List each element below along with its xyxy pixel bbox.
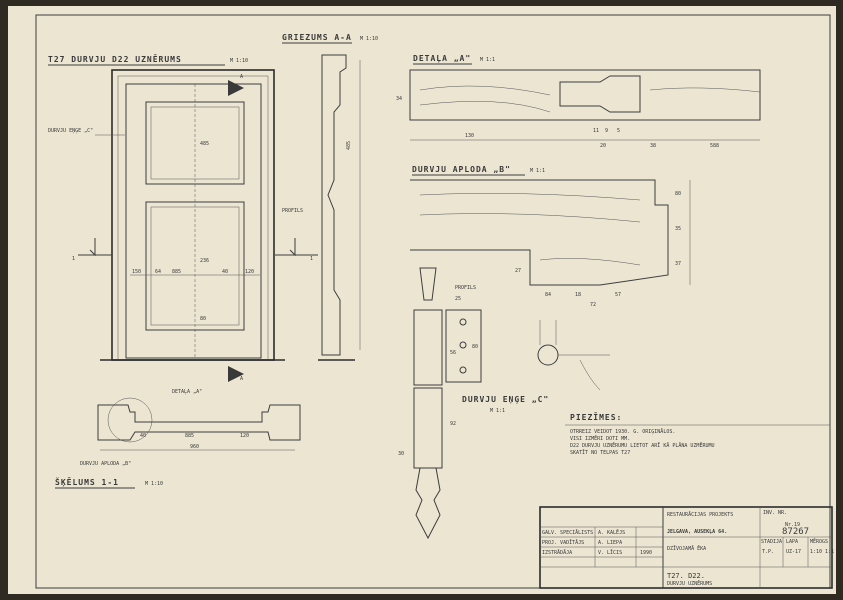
svg-text:STADIJA: STADIJA: [761, 539, 782, 545]
svg-text:130: 130: [465, 133, 474, 139]
svg-text:5: 5: [617, 128, 620, 134]
svg-text:UZ-17: UZ-17: [786, 549, 801, 555]
detail-a-scale: M 1:1: [480, 57, 495, 63]
svg-text:A. LIEPA: A. LIEPA: [598, 540, 622, 546]
svg-text:120: 120: [245, 269, 254, 275]
drawing-frame: [35, 14, 831, 589]
svg-text:236: 236: [200, 258, 209, 264]
svg-text:18: 18: [575, 292, 581, 298]
svg-text:20: 20: [600, 143, 606, 149]
svg-text:GALV. SPECIĀLISTS: GALV. SPECIĀLISTS: [542, 529, 593, 536]
casing-b-callout: DURVJU APLODA „B": [80, 461, 131, 467]
svg-text:DZĪVOJAMĀ ĒKA: DZĪVOJAMĀ ĒKA: [667, 545, 706, 552]
svg-text:25: 25: [455, 296, 461, 302]
svg-text:JELGAVA, AUSEKĻA 64.: JELGAVA, AUSEKĻA 64.: [667, 529, 727, 535]
hinge-c-title: DURVJU EŅĢE „C": [462, 395, 549, 405]
section-aa-scale: M 1:10: [360, 36, 378, 42]
section-11-title: ŠĶĒLUMS 1-1: [55, 476, 119, 487]
casing-b-title: DURVJU APLODA „B": [412, 165, 511, 174]
svg-text:84: 84: [545, 292, 551, 298]
elevation-title: T27 DURVJU D22 UZNĒRUMS: [48, 54, 182, 64]
elevation-scale: M 1:10: [230, 58, 248, 64]
svg-text:80: 80: [675, 191, 681, 197]
svg-text:DURVJU UZNĒRUMS: DURVJU UZNĒRUMS: [667, 580, 712, 587]
svg-text:588: 588: [710, 143, 719, 149]
profile-callout: PROFILS: [282, 208, 303, 214]
section-marker-1-left: 1: [72, 256, 75, 262]
svg-text:92: 92: [450, 421, 456, 427]
svg-text:150: 150: [132, 269, 141, 275]
section-11: 960 885 40 120 DETAĻA „A" DURVJU APLODA …: [80, 389, 301, 467]
profile-label: PROFILS: [455, 285, 476, 291]
svg-text:40: 40: [222, 269, 228, 275]
svg-text:1:10 1:1: 1:10 1:1: [810, 549, 834, 555]
casing-b-scale: M 1:1: [530, 168, 545, 174]
svg-text:PROJ. VADĪTĀJS: PROJ. VADĪTĀJS: [542, 539, 584, 546]
svg-text:35: 35: [675, 226, 681, 232]
svg-text:T27. D22.: T27. D22.: [667, 572, 705, 580]
svg-text:57: 57: [615, 292, 621, 298]
detail-a-callout: DETAĻA „A": [172, 389, 202, 395]
detail-a-title: DETAĻA „A": [413, 54, 471, 63]
hinge-c-callout: DURVJU EŅĢE „C": [48, 128, 93, 134]
svg-text:11: 11: [593, 128, 599, 134]
svg-text:120: 120: [240, 433, 249, 439]
svg-text:SKATĪT NO TELPAS T27: SKATĪT NO TELPAS T27: [570, 449, 630, 456]
svg-text:T.P.: T.P.: [762, 549, 774, 555]
section-aa-title: GRIEZUMS A-A: [282, 33, 352, 42]
svg-text:80: 80: [200, 316, 206, 322]
svg-text:INV. NR.: INV. NR.: [763, 510, 787, 516]
casing-b: 80 35 37 84 18 57 27 72: [410, 179, 691, 308]
svg-text:1990: 1990: [640, 550, 652, 556]
title-block: RESTAURĀCIJAS PROJEKTS INV. NR. Nr.19 JE…: [539, 506, 834, 589]
svg-text:30: 30: [398, 451, 404, 457]
svg-text:9: 9: [605, 128, 608, 134]
paper: [8, 6, 836, 594]
svg-text:IZSTRĀDĀJA: IZSTRĀDĀJA: [542, 549, 572, 556]
svg-text:OTRREIZ VEIDOT 1930. G. ORIĢIN: OTRREIZ VEIDOT 1930. G. ORIĢINĀLOS.: [570, 428, 675, 435]
section-marker-a-bottom: A: [240, 376, 243, 382]
door-elevation: 885 150 64 40 120 485 236 80 DURVJU EŅĢE…: [48, 69, 318, 382]
section-aa: 485: [318, 54, 361, 361]
svg-text:37: 37: [675, 261, 681, 267]
svg-text:885: 885: [185, 433, 194, 439]
svg-text:34: 34: [396, 96, 402, 102]
svg-text:64: 64: [155, 269, 161, 275]
svg-text:40: 40: [140, 433, 146, 439]
section-marker-a-top: A: [240, 74, 243, 80]
svg-text:VISI IZMĒRI DOTI MM.: VISI IZMĒRI DOTI MM.: [570, 435, 630, 442]
svg-text:V. LĪCIS: V. LĪCIS: [598, 549, 622, 556]
hinge-c-scale: M 1:1: [490, 408, 505, 414]
svg-text:PIEZĪMES:: PIEZĪMES:: [570, 412, 622, 422]
svg-text:56: 56: [450, 350, 456, 356]
svg-text:80: 80: [472, 344, 478, 350]
hinge-c: 25 56 80 92 30 PROFILS: [398, 267, 610, 540]
section-marker-1-right: 1: [310, 256, 313, 262]
svg-text:Nr.19: Nr.19: [785, 522, 800, 528]
section-11-scale: M 1:10: [145, 481, 163, 487]
svg-text:72: 72: [590, 302, 596, 308]
svg-text:485: 485: [346, 141, 352, 150]
detail-a: 130 20 38 588 11 9 5 34: [396, 69, 761, 149]
svg-text:LAPA: LAPA: [786, 539, 798, 545]
svg-text:38: 38: [650, 143, 656, 149]
svg-text:87267: 87267: [782, 527, 809, 537]
svg-text:885: 885: [172, 269, 181, 275]
svg-text:960: 960: [190, 444, 199, 450]
svg-text:D22 DURVJU UZNĒRUMU LIETOT ARĪ: D22 DURVJU UZNĒRUMU LIETOT ARĪ KĀ PLĀNA …: [570, 442, 715, 449]
svg-text:27: 27: [515, 268, 521, 274]
svg-text:485: 485: [200, 141, 209, 147]
svg-text:A. KALĒJS: A. KALĒJS: [598, 529, 625, 536]
notes: PIEZĪMES: OTRREIZ VEIDOT 1930. G. ORIĢIN…: [565, 412, 830, 456]
svg-text:MĒROGS: MĒROGS: [810, 538, 828, 545]
svg-text:RESTAURĀCIJAS PROJEKTS: RESTAURĀCIJAS PROJEKTS: [667, 511, 733, 518]
